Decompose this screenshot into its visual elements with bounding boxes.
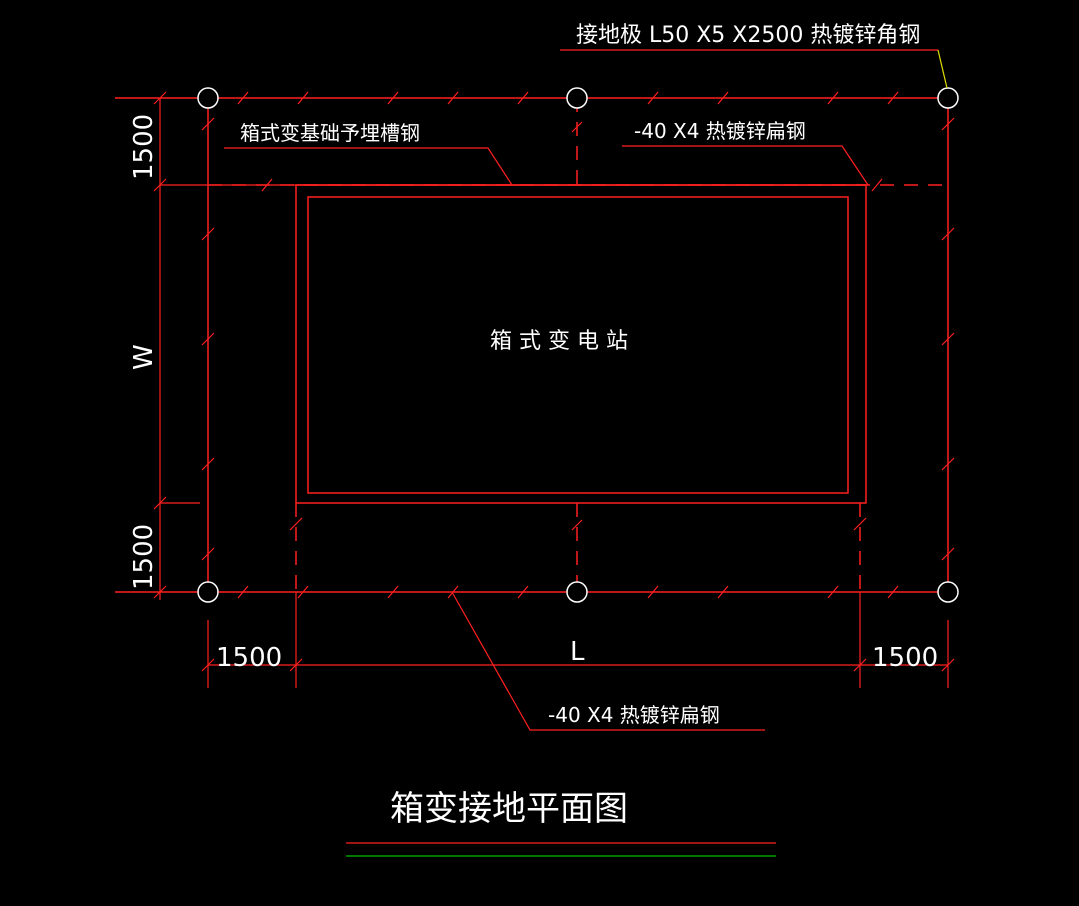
dim-width: W (129, 344, 159, 370)
leader-flat-bottom (451, 591, 765, 731)
leader-channel (224, 147, 513, 186)
dimension-bottom (201, 592, 955, 688)
dim-bottom-left-horizontal: 1500 (216, 643, 282, 673)
label-station: 箱 式 变 电 站 (490, 329, 628, 354)
dimension-left (153, 91, 296, 600)
drawing-title: 箱变接地平面图 (390, 789, 628, 829)
label-flat-steel-top: -40 X4 热镀锌扁钢 (634, 119, 806, 143)
station-outer-rect (295, 184, 867, 504)
station-inner-rect (307, 196, 849, 494)
rod-top-left (197, 87, 219, 109)
dim-bottom-left-vertical: 1500 (129, 524, 159, 590)
grounding-rods (197, 87, 959, 603)
label-foundation-channel: 箱式变基础予埋槽钢 (240, 121, 420, 145)
dim-length: L (570, 637, 585, 667)
rod-top-mid (566, 87, 588, 109)
label-flat-steel-bottom: -40 X4 热镀锌扁钢 (548, 703, 720, 727)
rod-bottom-right (937, 581, 959, 603)
leader-flat-top (622, 145, 869, 186)
dim-top-left-vertical: 1500 (129, 114, 159, 180)
rod-top-right (937, 87, 959, 109)
leader-rod-yellow (937, 49, 948, 89)
dim-bottom-right-horizontal: 1500 (872, 643, 938, 673)
rod-bottom-mid (566, 581, 588, 603)
station-outline (295, 184, 867, 504)
leaders (224, 49, 938, 844)
label-grounding-rod: 接地极 L50 X5 X2500 热镀锌角钢 (576, 23, 920, 48)
rod-bottom-left (197, 581, 219, 603)
tick-marks (201, 91, 955, 599)
